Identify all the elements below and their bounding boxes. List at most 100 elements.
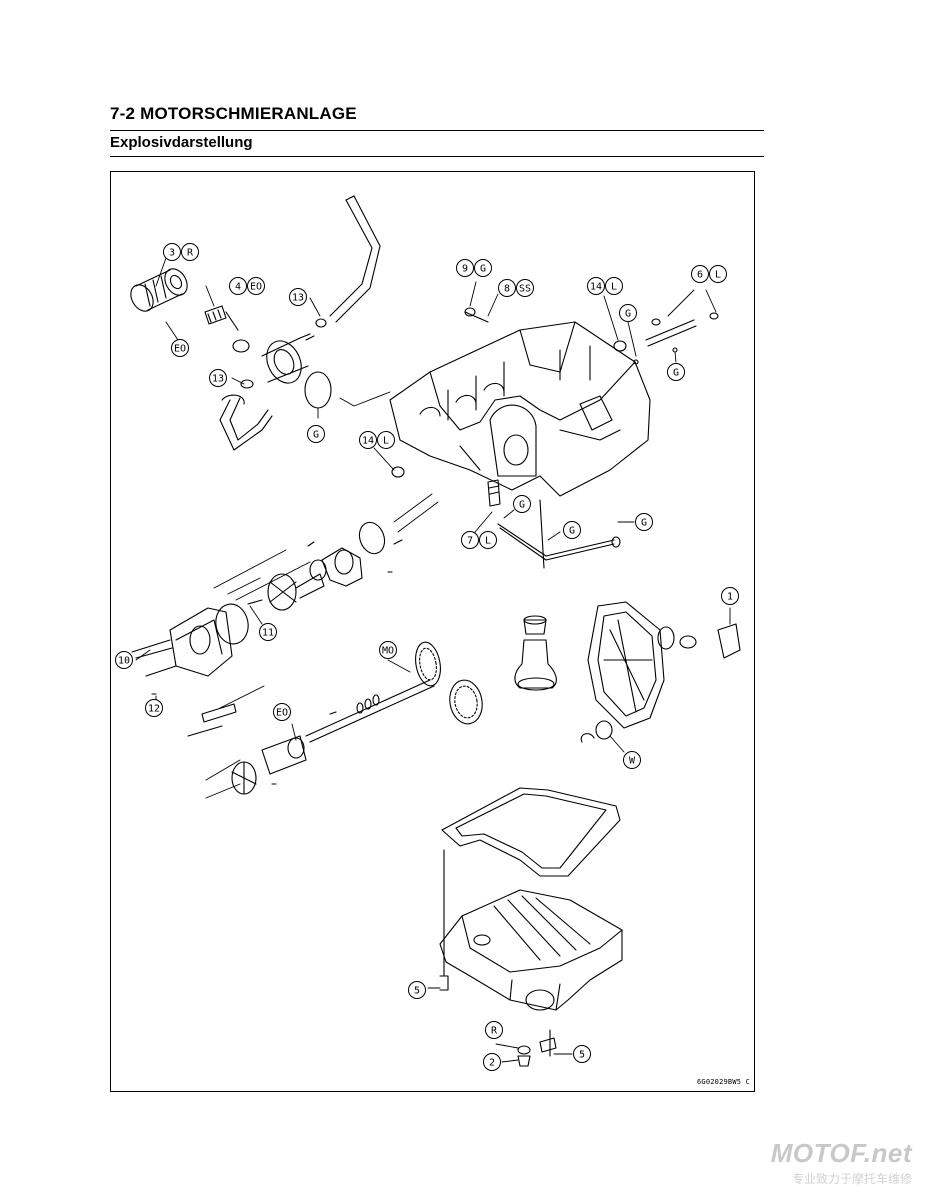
callout-balloon: [145, 699, 163, 717]
callout-balloon: [635, 513, 653, 531]
callout-cG5: G: [563, 521, 581, 539]
callout-balloon: [247, 277, 265, 295]
callout-c10: 10: [115, 651, 133, 669]
pump-fasteners: [151, 599, 263, 737]
callout-label: 2: [489, 1058, 495, 1069]
callout-label: 11: [262, 628, 274, 639]
callout-label: 10: [118, 656, 130, 667]
callout-label: L: [383, 436, 389, 447]
callout-label: 5: [579, 1050, 585, 1061]
callout-c13a: 13: [289, 288, 307, 306]
callout-label: 3: [169, 248, 175, 259]
callout-balloon: [408, 981, 426, 999]
callout-balloon: [513, 495, 531, 513]
callout-c14La: 14 L: [587, 277, 623, 295]
callout-c13b: 13: [209, 369, 227, 387]
callout-balloon: [163, 243, 181, 261]
pump-shaft-part: [305, 679, 435, 743]
callout-balloon: [691, 265, 709, 283]
oil-pump-rotor-part: [267, 521, 403, 611]
watermark: MOTOF.net 专业致力于摩托车维修: [760, 1138, 920, 1190]
callout-label: 6: [697, 270, 703, 281]
callout-balloon: [474, 259, 492, 277]
hose-clamps: [240, 318, 327, 389]
callout-label: R: [187, 248, 194, 259]
page-header: 7-2 MOTORSCHMIERANLAGE Explosivdarstellu…: [110, 104, 764, 157]
callout-balloon: [273, 703, 291, 721]
callout-c1: 1: [721, 587, 739, 605]
callout-c14Lb: 14 L: [359, 431, 395, 449]
callout-label: 14: [590, 282, 602, 293]
callout-label: G: [519, 500, 525, 511]
watermark-brand: MOTOF.net: [770, 1138, 912, 1168]
clutch-cover-part: [580, 601, 741, 743]
callout-label: 13: [212, 374, 224, 385]
callout-balloon: [461, 531, 479, 549]
callout-balloon: [587, 277, 605, 295]
callout-c11: 11: [259, 623, 277, 641]
callout-c2: 2: [483, 1053, 501, 1071]
callout-balloon: [209, 369, 227, 387]
oil-strainer-part: [514, 615, 557, 691]
callout-label: 14: [362, 436, 374, 447]
callout-cW: W: [623, 751, 641, 769]
callout-label: 12: [148, 704, 160, 715]
callout-c12: 12: [145, 699, 163, 717]
section-rule: [110, 156, 764, 157]
drain-bolt-part: [439, 849, 557, 1067]
callout-c5b: 5: [573, 1045, 591, 1063]
callout-cG4: G: [513, 495, 531, 513]
callout-balloon: [377, 431, 395, 449]
callout-cG2: G: [619, 304, 637, 322]
callout-cG3: G: [667, 363, 685, 381]
callout-label: MO: [382, 646, 394, 657]
callout-label: 4: [235, 282, 241, 293]
oil-pump-body-part: [131, 603, 249, 677]
callout-balloon: [307, 425, 325, 443]
callout-balloon: [709, 265, 727, 283]
callout-cG6: G: [635, 513, 653, 531]
callout-balloon: [721, 587, 739, 605]
oil-pan-gasket-part: [441, 787, 621, 877]
callout-balloon: [483, 1053, 501, 1071]
callout-balloon: [573, 1045, 591, 1063]
oil-pipe-assembly: [497, 499, 621, 569]
callout-balloon: [289, 288, 307, 306]
callout-balloon: [623, 751, 641, 769]
callout-label: 7: [467, 536, 473, 547]
callout-cMO: MO: [379, 641, 397, 659]
callout-balloon: [667, 363, 685, 381]
callout-cEO1: EO: [171, 339, 189, 357]
callout-balloon: [379, 641, 397, 659]
callout-balloon: [456, 259, 474, 277]
callout-label: L: [485, 536, 491, 547]
callout-balloon: [229, 277, 247, 295]
callout-label: EO: [174, 344, 186, 355]
relief-valve-part: [487, 479, 501, 507]
callout-cEO2: EO: [273, 703, 291, 721]
callout-balloon: [115, 651, 133, 669]
oil-filter-part: [130, 268, 188, 312]
callout-balloon: [485, 1021, 503, 1039]
callout-label: G: [641, 518, 647, 529]
section-title: Explosivdarstellung: [110, 134, 253, 151]
callout-balloon: [171, 339, 189, 357]
diagram-frame: [110, 171, 755, 1092]
callout-cG1: G: [307, 425, 325, 443]
callout-balloon: [498, 279, 516, 297]
callout-balloon: [605, 277, 623, 295]
leader-lines: [135, 257, 731, 1063]
callout-label: G: [480, 264, 486, 275]
figure-code: 6G02029BW5 C: [697, 1078, 750, 1086]
callout-label: L: [611, 282, 617, 293]
callout-label: G: [569, 526, 575, 537]
small-fittings: [391, 307, 719, 478]
